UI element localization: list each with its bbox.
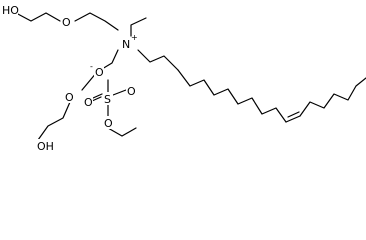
- structure-diagram: HO O N + - O S O O O O OH: [2, 4, 366, 153]
- label-sulfate-s: S: [104, 93, 111, 106]
- label-n-center: N: [122, 38, 130, 51]
- label-sulfate-charge: -: [90, 62, 93, 71]
- label-n-charge: +: [131, 33, 138, 42]
- label-oh-bottom: OH: [37, 140, 54, 153]
- label-o-lower: O: [65, 91, 74, 104]
- oleyl-chain: [177, 69, 366, 123]
- atom-labels: HO O N + - O S O O O O OH: [2, 4, 138, 153]
- ethyl-sulfate: [91, 79, 137, 137]
- upper-ethoxy-arm: [15, 12, 119, 31]
- lower-ethoxy-arm: [37, 49, 119, 141]
- label-o-top: O: [62, 16, 71, 29]
- label-o-sulfate-1: O: [84, 96, 93, 109]
- ethyl-group: [130, 17, 147, 37]
- label-o-sulfate-3: O: [104, 117, 113, 130]
- label-sulfate-o-minus: O: [95, 66, 104, 79]
- label-o-sulfate-2: O: [127, 85, 136, 98]
- n-chain-link: [137, 49, 179, 71]
- double-bond-line: [287, 111, 300, 118]
- molecule-drawing: HO O N + - O S O O O O OH: [2, 4, 366, 153]
- label-ho-top: HO: [2, 4, 19, 17]
